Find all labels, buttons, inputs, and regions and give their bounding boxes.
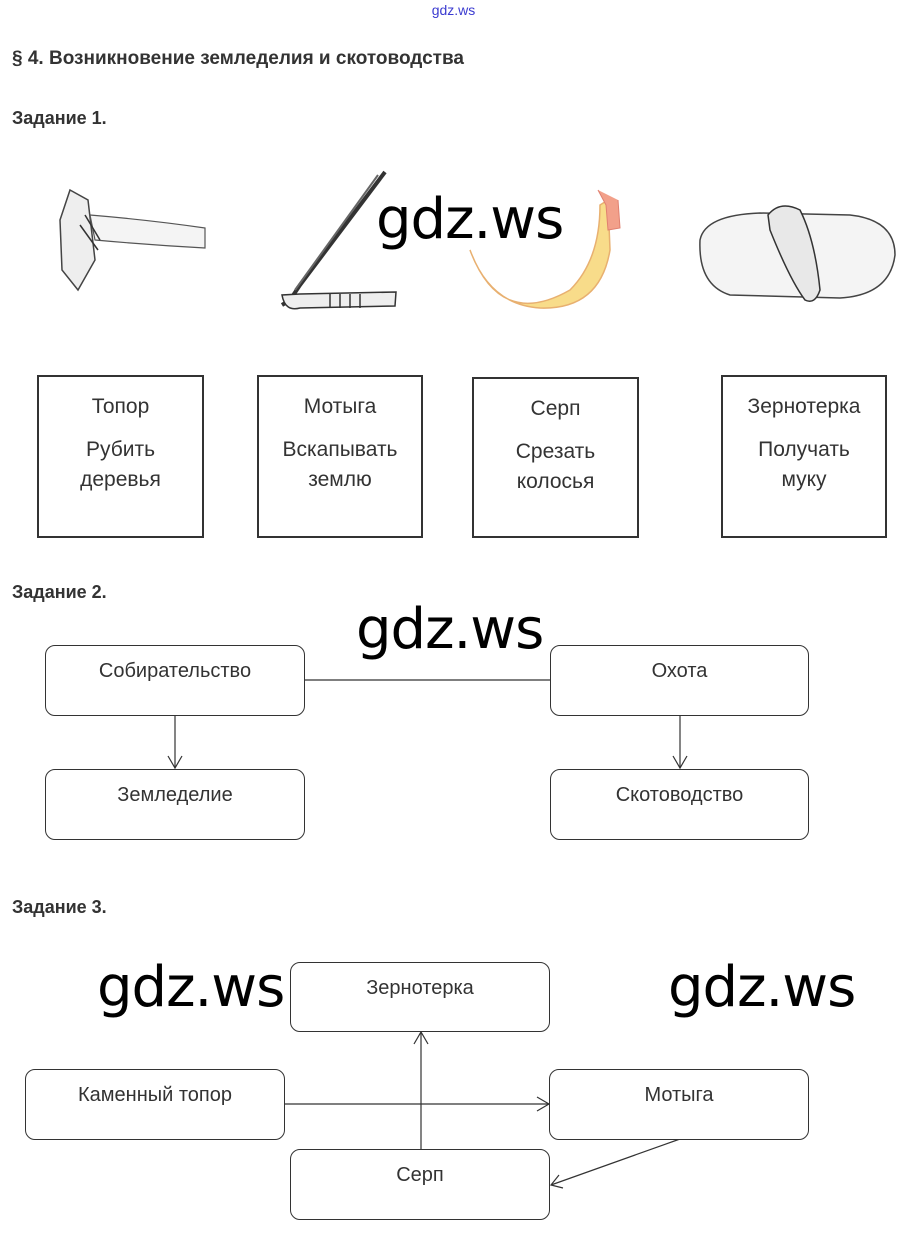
tool-card-hoe: Мотыга Вскапывать землю — [257, 375, 423, 538]
arrow-down-icon — [672, 715, 688, 770]
tool-illustrations — [59, 170, 896, 310]
tool-name: Мотыга — [303, 395, 377, 418]
tool-use: муку — [781, 468, 827, 491]
watermark: gdz.ws — [356, 597, 544, 662]
arrow-right-icon — [285, 1096, 551, 1112]
node-farming: Земледелие — [45, 769, 305, 840]
node-grinder: Зернотерка — [290, 962, 550, 1032]
node-hunting: Охота — [550, 645, 809, 716]
watermark: gdz.ws — [376, 187, 564, 252]
tool-use: землю — [308, 468, 372, 491]
task3-heading: Задание 3. — [12, 897, 107, 917]
node-herding: Скотоводство — [550, 769, 809, 840]
tool-name: Серп — [530, 397, 581, 420]
tool-use: Срезать — [515, 440, 596, 463]
arrow-diagonal-icon — [549, 1138, 681, 1189]
stone-axe-image — [59, 188, 206, 292]
sickle-image — [469, 189, 621, 309]
hoe-image — [280, 170, 397, 310]
tool-use: Рубить — [85, 438, 156, 461]
task1-heading: Задание 1. — [12, 108, 107, 128]
site-link[interactable]: gdz.ws — [431, 2, 476, 18]
watermark: gdz.ws — [97, 955, 285, 1020]
node-hoe: Мотыга — [549, 1069, 809, 1140]
tool-use: Получать — [758, 438, 850, 461]
grain-grinder-image — [699, 205, 896, 302]
task2-heading: Задание 2. — [12, 582, 107, 602]
arrow-down-icon — [167, 715, 183, 770]
tool-use: Вскапывать — [282, 438, 398, 461]
node-gathering: Собирательство — [45, 645, 305, 716]
tool-card-grinder: Зернотерка Получать муку — [721, 375, 887, 538]
node-sickle: Серп — [290, 1149, 550, 1220]
tool-use: колосья — [516, 470, 595, 493]
tool-card-sickle: Серп Срезать колосья — [472, 377, 639, 538]
watermark: gdz.ws — [668, 955, 856, 1020]
page-title: § 4. Возникновение земледелия и скотовод… — [12, 48, 464, 69]
arrow-up-icon — [413, 1030, 429, 1149]
tool-name: Топор — [91, 395, 150, 418]
node-stone-axe: Каменный топор — [25, 1069, 285, 1140]
tool-card-axe: Топор Рубить деревья — [37, 375, 204, 538]
tool-name: Зернотерка — [747, 395, 861, 418]
tool-use: деревья — [80, 468, 161, 491]
